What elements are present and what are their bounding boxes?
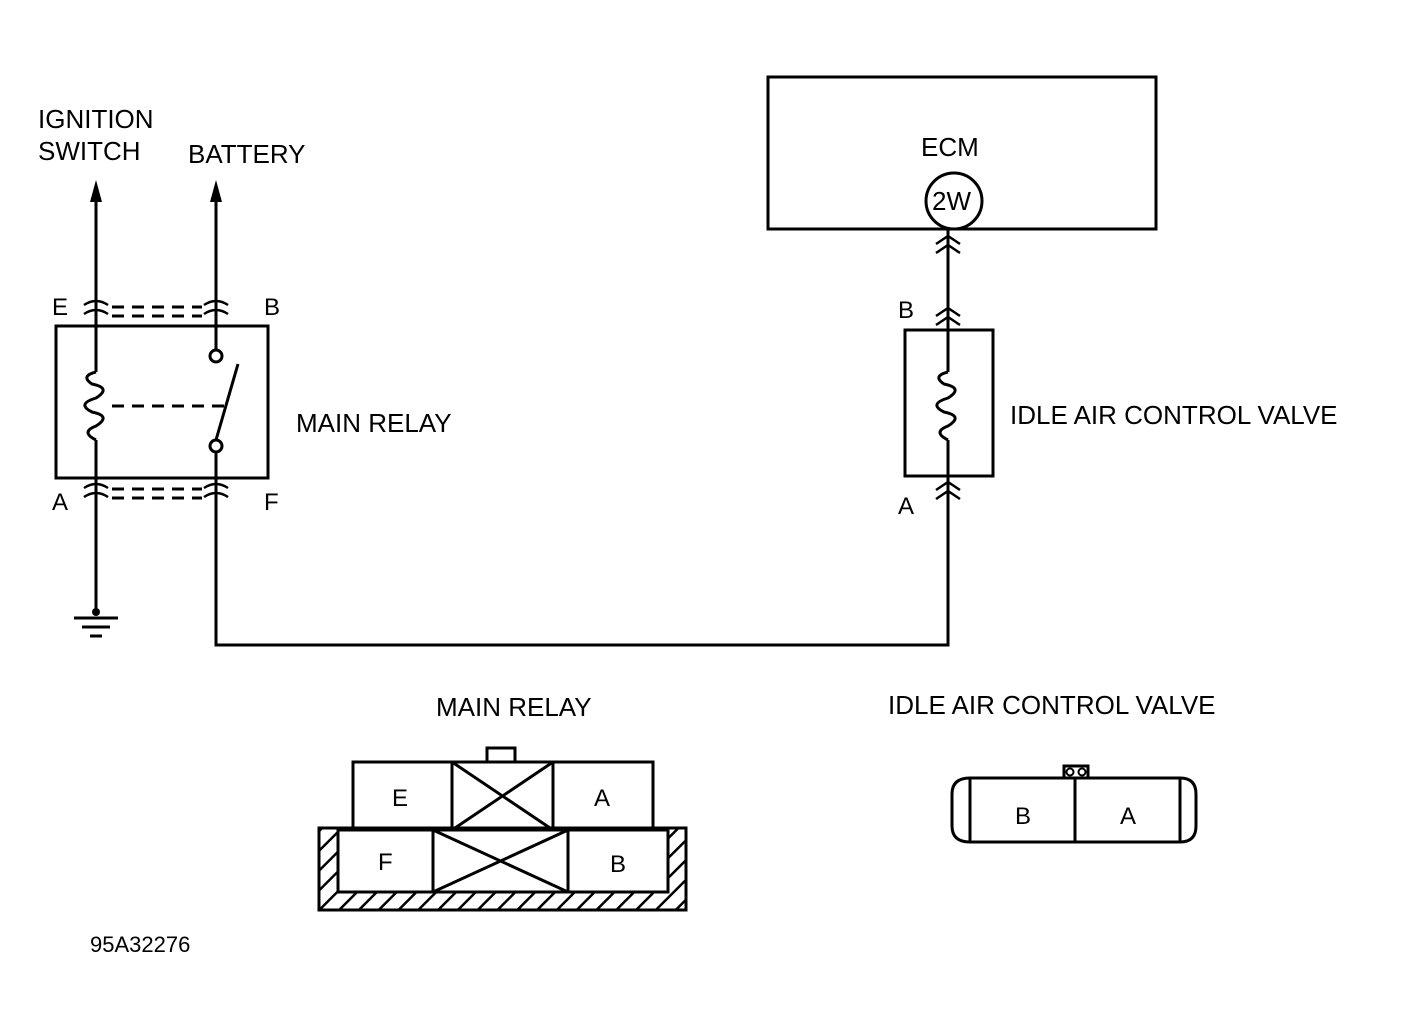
iacv-coil-icon	[935, 370, 957, 442]
relay-connector-cell-e: E	[392, 785, 408, 812]
ecm-connector-mark	[935, 234, 961, 255]
relay-coil-icon	[83, 370, 105, 442]
relay-pin-e-label: E	[52, 294, 68, 321]
iacv-label: IDLE AIR CONTROL VALVE	[1010, 400, 1338, 430]
relay-contact-upper	[208, 348, 224, 364]
iacv-pin-a-label: A	[898, 493, 914, 520]
relay-connector-cell-b: B	[610, 851, 626, 878]
relay-bottom-connector-mark	[83, 482, 229, 500]
iacv-top-connector-mark	[935, 306, 961, 327]
ecm-label: ECM	[921, 132, 979, 162]
relay-connector-face	[317, 746, 688, 912]
relay-to-iacv-wire	[214, 478, 950, 647]
iacv-bottom-connector-mark	[935, 480, 961, 501]
relay-connector-cell-f: F	[378, 849, 393, 876]
iacv-pin-b-label: B	[898, 297, 914, 324]
iacv-connector-title: IDLE AIR CONTROL VALVE	[888, 690, 1216, 720]
main-relay-label: MAIN RELAY	[296, 408, 452, 438]
ground-icon	[74, 608, 118, 638]
ecm-terminal-2w	[924, 171, 984, 231]
relay-connector-title: MAIN RELAY	[436, 692, 592, 722]
relay-connector-cell-a: A	[594, 785, 610, 812]
relay-switch-arm	[214, 363, 240, 441]
relay-pin-a-label: A	[52, 489, 68, 516]
ignition-switch-label-line1: IGNITION	[38, 104, 154, 134]
relay-pin-f-label: F	[264, 489, 279, 516]
battery-label: BATTERY	[188, 139, 306, 169]
figure-id: 95A32276	[90, 932, 190, 957]
relay-contact-lower	[208, 438, 224, 454]
relay-top-connector-mark	[83, 299, 229, 318]
iacv-connector-cell-b: B	[1015, 803, 1031, 830]
ecm-terminal-label: 2W	[932, 186, 971, 216]
relay-pin-b-label: B	[264, 294, 280, 321]
iacv-connector-cell-a: A	[1120, 803, 1136, 830]
main-relay-body	[54, 324, 270, 480]
ignition-switch-label-line2: SWITCH	[38, 136, 141, 166]
iacv-connector-face	[950, 764, 1198, 844]
